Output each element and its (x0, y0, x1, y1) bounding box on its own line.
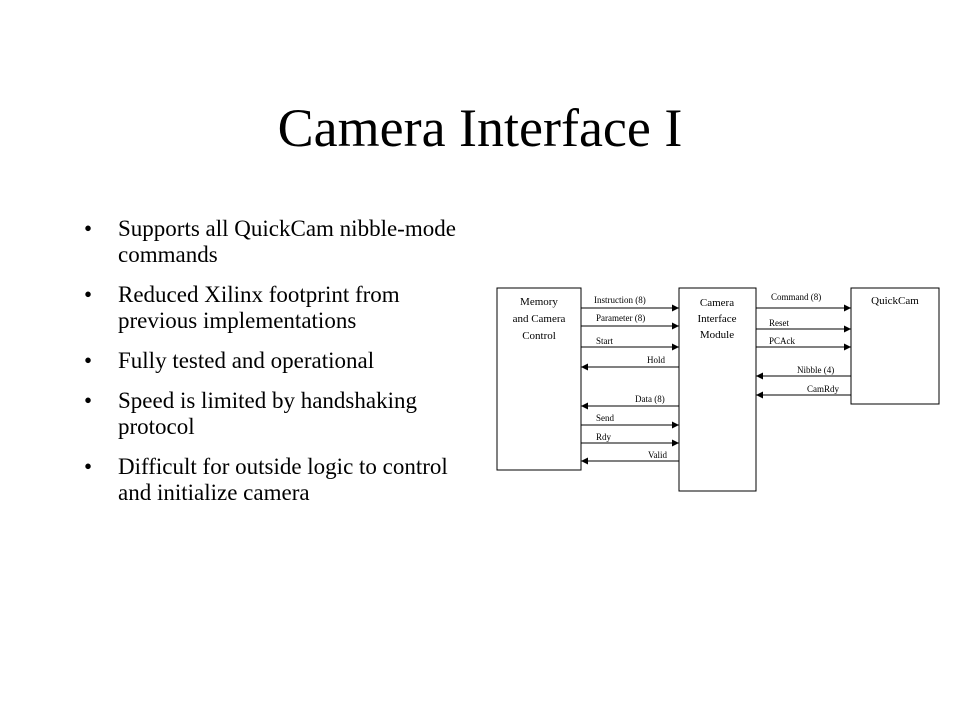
parameter-label: Parameter (8) (596, 313, 645, 323)
nibble-label: Nibble (4) (797, 365, 834, 375)
start-label: Start (596, 336, 613, 346)
camrdy-label: CamRdy (807, 384, 840, 394)
camera-interface-block (678, 287, 757, 492)
bullet-dot-icon: • (84, 348, 93, 373)
valid-label: Valid (648, 450, 667, 460)
memory-block-label-3: Control (522, 330, 556, 342)
bullet-text: Speed is limited by handshaking protocol (118, 388, 417, 439)
bullet-dot-icon: • (84, 282, 93, 307)
bullet-text: Difficult for outside logic to control a… (118, 454, 448, 505)
interface-block-label-1: Camera (700, 297, 734, 309)
memory-block-label-2: and Camera (513, 313, 566, 325)
bullet-dot-icon: • (84, 216, 93, 241)
memory-control-block (496, 287, 582, 471)
interface-block-label-3: Module (700, 329, 734, 341)
bullet-list: • Supports all QuickCam nibble-mode comma… (84, 216, 464, 520)
bullet-item: • Fully tested and operational (84, 348, 464, 374)
camera-interface-diagram: Memory and Camera Control Camera Interfa… (490, 280, 950, 500)
slide-title: Camera Interface I (277, 98, 683, 158)
quickcam-block-label: QuickCam (871, 295, 919, 307)
reset-label: Reset (769, 318, 789, 328)
data-label: Data (8) (635, 394, 665, 404)
bullet-text: Reduced Xilinx footprint from previous i… (118, 282, 400, 333)
hold-label: Hold (647, 355, 666, 365)
bullet-item: • Difficult for outside logic to control … (84, 454, 464, 506)
interface-block-label-2: Interface (697, 313, 736, 325)
bullet-item: • Supports all QuickCam nibble-mode comma… (84, 216, 464, 268)
instruction-label: Instruction (8) (594, 295, 646, 305)
bullet-text: Fully tested and operational (118, 348, 375, 373)
rdy-label: Rdy (596, 432, 612, 442)
bullet-dot-icon: • (84, 454, 93, 479)
bullet-dot-icon: • (84, 388, 93, 413)
bullet-text: Supports all QuickCam nibble-mode comman… (118, 216, 456, 267)
quickcam-block (850, 287, 940, 405)
pcack-label: PCAck (769, 336, 796, 346)
send-label: Send (596, 413, 615, 423)
memory-block-label-1: Memory (520, 296, 558, 308)
bullet-item: • Speed is limited by handshaking protoco… (84, 388, 464, 440)
command-label: Command (8) (771, 292, 821, 302)
bullet-item: • Reduced Xilinx footprint from previous … (84, 282, 464, 334)
